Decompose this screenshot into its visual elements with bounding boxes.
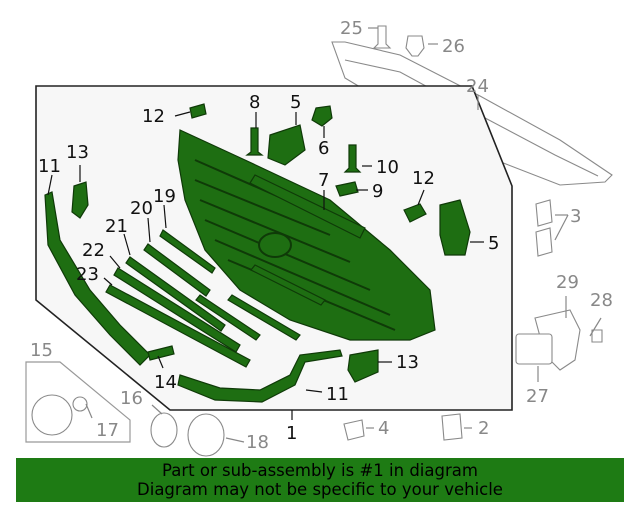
callout-12-right: 12 — [412, 168, 435, 189]
bolt-8-part[interactable] — [245, 127, 264, 156]
footer-line-2: Diagram may not be specific to your vehi… — [137, 480, 503, 499]
emblem-part[interactable] — [31, 394, 73, 436]
bracket-13-left-part[interactable] — [71, 181, 89, 219]
callout-27: 27 — [526, 386, 549, 407]
slat-20-part[interactable] — [143, 243, 211, 297]
callout-25: 25 — [340, 18, 363, 39]
callout-5-upper: 5 — [290, 92, 301, 113]
bolt-12-right-part[interactable] — [403, 203, 427, 223]
slat-upper-c — [250, 264, 326, 306]
callout-1: 1 — [286, 423, 297, 444]
grille-main-part[interactable] — [177, 129, 436, 341]
callout-5-right: 5 — [488, 233, 499, 254]
callout-10: 10 — [376, 157, 399, 178]
bolt-12-upper-part[interactable] — [189, 103, 207, 119]
callout-8: 8 — [249, 92, 260, 113]
callout-3: 3 — [570, 206, 581, 227]
callout-19: 19 — [153, 186, 176, 207]
callout-12-upper: 12 — [142, 106, 165, 127]
callout-14: 14 — [154, 372, 177, 393]
callout-4: 4 — [378, 418, 389, 439]
slat-21-part[interactable] — [125, 256, 226, 332]
callout-15: 15 — [30, 340, 53, 361]
callout-11-right: 11 — [326, 384, 349, 405]
callout-13-left: 13 — [66, 142, 89, 163]
callout-13-right: 13 — [396, 352, 419, 373]
footer-banner: Part or sub-assembly is #1 in diagram Di… — [16, 458, 624, 502]
callout-17: 17 — [96, 420, 119, 441]
callout-20: 20 — [130, 198, 153, 219]
ring-18-part[interactable] — [187, 413, 225, 457]
pin-25-part[interactable] — [372, 25, 392, 49]
clip-4-part[interactable] — [343, 419, 365, 441]
callout-22: 22 — [82, 240, 105, 261]
callout-16: 16 — [120, 388, 143, 409]
part-9[interactable] — [335, 181, 359, 197]
slat-19-part[interactable] — [159, 229, 216, 274]
footer-line-1: Part or sub-assembly is #1 in diagram — [162, 461, 478, 480]
sensor-27-part[interactable] — [515, 333, 553, 365]
bracket-2-part[interactable] — [441, 413, 463, 441]
callout-9: 9 — [372, 181, 383, 202]
slat-upper-a — [195, 294, 261, 341]
bolt-6-part[interactable] — [311, 105, 333, 127]
bracket-5-upper-part[interactable] — [267, 124, 306, 166]
callout-18: 18 — [246, 432, 269, 453]
bolt-28-part[interactable] — [591, 329, 603, 343]
bolt-10-part[interactable] — [343, 144, 362, 173]
callout-24: 24 — [466, 76, 489, 97]
bracket-5-right-part[interactable] — [439, 199, 471, 256]
bracket-13-right-part[interactable] — [347, 349, 379, 383]
strip-7-part[interactable] — [249, 174, 366, 239]
slat-23-part[interactable] — [105, 284, 251, 368]
clip-26-part[interactable] — [405, 35, 425, 57]
callout-2: 2 — [478, 418, 489, 439]
callout-11-left: 11 — [38, 156, 61, 177]
callout-26: 26 — [442, 36, 465, 57]
bracket-3-part[interactable] — [535, 199, 553, 257]
lower-molding-part[interactable] — [177, 349, 343, 403]
callout-6: 6 — [318, 138, 329, 159]
slat-upper-b — [227, 294, 301, 341]
clip-17-part[interactable] — [72, 396, 88, 412]
cover-16-part[interactable] — [150, 412, 178, 448]
callout-29: 29 — [556, 272, 579, 293]
callout-21: 21 — [105, 216, 128, 237]
leader-lines — [47, 27, 602, 443]
callout-23: 23 — [76, 264, 99, 285]
callout-28: 28 — [590, 290, 613, 311]
callout-7: 7 — [318, 170, 329, 191]
parts-diagram: 25 26 24 3 29 28 27 4 2 15 16 17 18 12 8… — [25, 18, 613, 457]
emblem-15-box — [25, 361, 131, 443]
clip-14-part[interactable] — [147, 345, 175, 361]
